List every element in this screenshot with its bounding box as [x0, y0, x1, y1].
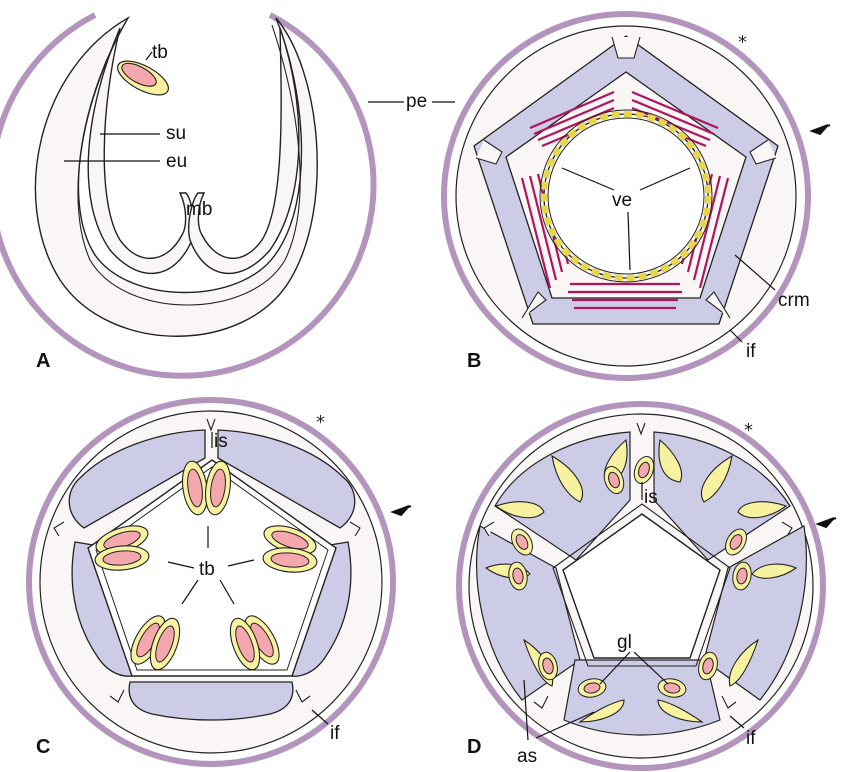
- label-is-c: is: [214, 431, 228, 452]
- label-tb-a: tb: [152, 42, 168, 63]
- panel-c: tb is if * C: [29, 400, 411, 764]
- panel-letter-b: B: [467, 350, 481, 372]
- label-eu: eu: [166, 151, 187, 172]
- arrow-left-icon-c: [393, 506, 411, 515]
- outer-cup-a: [35, 18, 317, 336]
- asterisk-c: *: [316, 412, 325, 433]
- panel-letter-a: A: [36, 350, 50, 372]
- label-gl: gl: [617, 632, 632, 653]
- label-is-d: is: [644, 487, 658, 508]
- label-crm: crm: [778, 290, 810, 311]
- panel-letter-d: D: [467, 736, 481, 758]
- arrow-left-icon-b: [812, 125, 830, 134]
- label-tb-c: tb: [199, 559, 215, 580]
- panel-b: ve crm if * B: [444, 14, 830, 378]
- panel-letter-c: C: [36, 736, 50, 758]
- label-if-c: if: [330, 723, 340, 744]
- asterisk-d: *: [744, 420, 753, 441]
- label-as: as: [517, 746, 537, 767]
- asterisk-b: *: [738, 32, 747, 53]
- arrow-left-icon-d: [818, 518, 836, 527]
- panel-d: is gl as if * D: [459, 404, 836, 768]
- inner-cup-a-right: [189, 28, 299, 273]
- label-if-b: if: [746, 341, 756, 362]
- label-mb: mb: [186, 199, 212, 220]
- panel-a: tb su eu mb pe A: [0, 15, 455, 376]
- label-pe: pe: [406, 91, 427, 112]
- label-su: su: [166, 123, 186, 144]
- label-ve: ve: [612, 190, 632, 211]
- label-if-d: if: [746, 728, 756, 749]
